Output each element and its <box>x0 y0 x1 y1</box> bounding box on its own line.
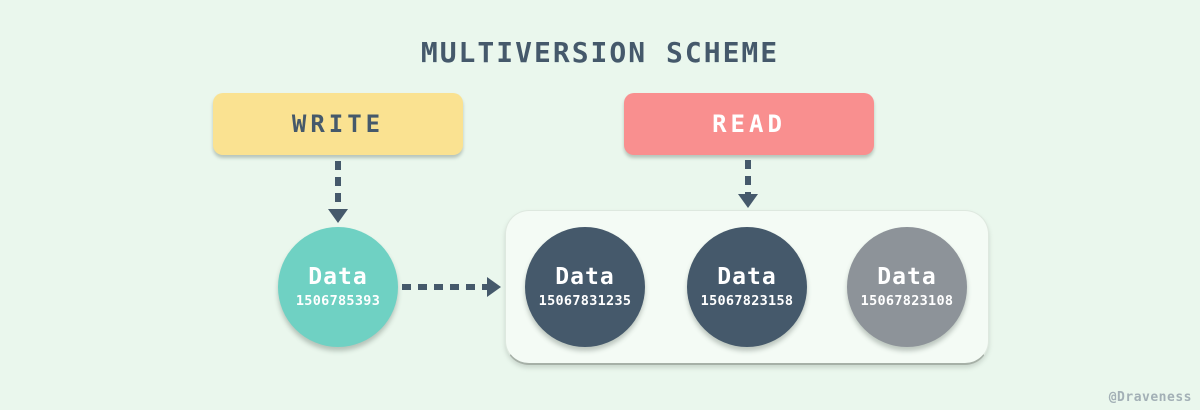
current-version-circle: Data 1506785393 <box>278 227 398 347</box>
write-node-label: WRITE <box>291 110 385 138</box>
version-circle: Data 15067823108 <box>847 227 967 347</box>
watermark: @Draveness <box>1108 390 1192 405</box>
version-label: Data <box>877 263 937 290</box>
arrowhead-down-icon <box>328 209 348 223</box>
dashed-line <box>402 284 489 290</box>
version-label: Data <box>717 263 777 290</box>
arrowhead-right-icon <box>487 277 501 297</box>
diagram-title: MULTIVERSION SCHEME <box>420 36 780 69</box>
version-circle: Data 15067831235 <box>525 227 645 347</box>
dashed-line <box>745 160 751 196</box>
arrowhead-down-icon <box>738 194 758 208</box>
write-to-current-arrow <box>328 161 348 223</box>
version-circle: Data 15067823158 <box>687 227 807 347</box>
version-label: Data <box>555 263 615 290</box>
current-version-number: 1506785393 <box>295 293 381 310</box>
current-version-label: Data <box>308 263 368 290</box>
dashed-line <box>335 161 341 211</box>
read-to-versions-arrow <box>738 160 758 208</box>
version-number: 15067831235 <box>538 293 632 310</box>
version-number: 15067823158 <box>700 293 794 310</box>
read-node: READ <box>624 93 874 155</box>
version-number: 15067823108 <box>860 293 954 310</box>
write-node: WRITE <box>213 93 463 155</box>
read-node-label: READ <box>712 110 786 138</box>
current-to-versions-arrow <box>402 277 501 297</box>
